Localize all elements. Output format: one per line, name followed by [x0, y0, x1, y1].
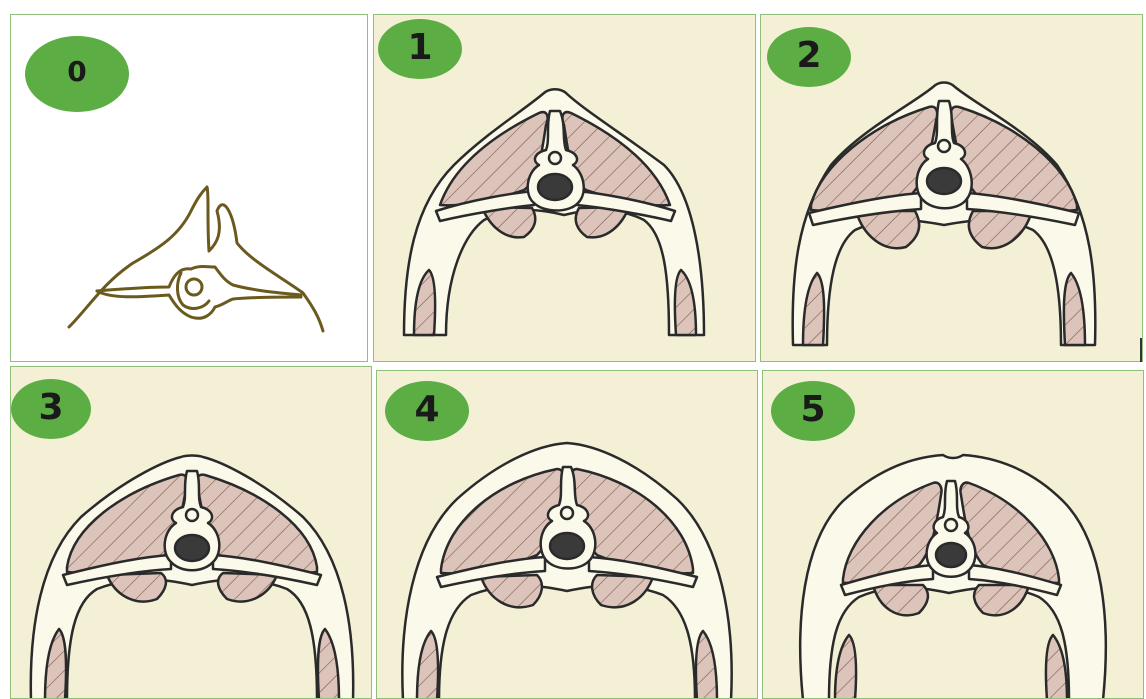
score-label-5: 5 [771, 389, 855, 430]
panel-score-0: 0 [10, 14, 368, 362]
panel-score-2: 2 [760, 14, 1143, 362]
score-label-4: 4 [385, 389, 469, 430]
score-label-2: 2 [767, 35, 851, 76]
panel-score-1: 1 [373, 14, 756, 362]
score-label-0: 0 [25, 55, 129, 88]
panel-score-3: 3 [10, 366, 372, 699]
edge-marker [1140, 338, 1142, 362]
score-label-3: 3 [11, 387, 91, 428]
score-label-1: 1 [378, 27, 462, 68]
panel-score-4: 4 [376, 370, 758, 699]
panel-score-5: 5 [762, 370, 1144, 699]
